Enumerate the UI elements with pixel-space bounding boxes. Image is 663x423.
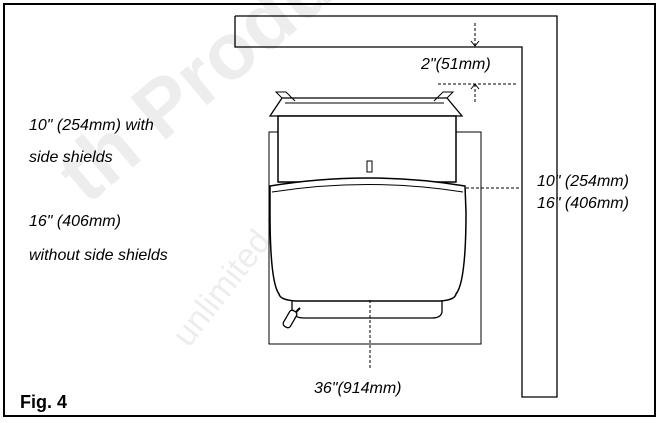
left-clearance-with-shields-line1: 10" (254mm) with <box>29 117 154 134</box>
left-clearance-without-shields-line2: without side shields <box>29 247 168 264</box>
front-clearance-label: 36"(914mm) <box>314 380 402 397</box>
right-clearance-line1: 10" (254mm) <box>537 173 629 190</box>
right-clearance-line2: 16" (406mm) <box>537 195 629 212</box>
top-clearance-label: 2"(51mm) <box>421 56 491 73</box>
flange-left <box>274 91 296 102</box>
flange-right <box>433 91 455 102</box>
wall-outline <box>234 15 558 398</box>
left-clearance-with-shields-line2: side shields <box>29 149 113 166</box>
stove-vent-icon <box>366 160 373 173</box>
handle-lever <box>282 307 301 329</box>
left-clearance-without-shields-line1: 16" (406mm) <box>29 213 121 230</box>
stove-base-pan <box>291 301 443 319</box>
stove-lower-body <box>269 177 467 302</box>
stove-top <box>268 97 464 117</box>
figure-label: Fig. 4 <box>20 392 68 412</box>
